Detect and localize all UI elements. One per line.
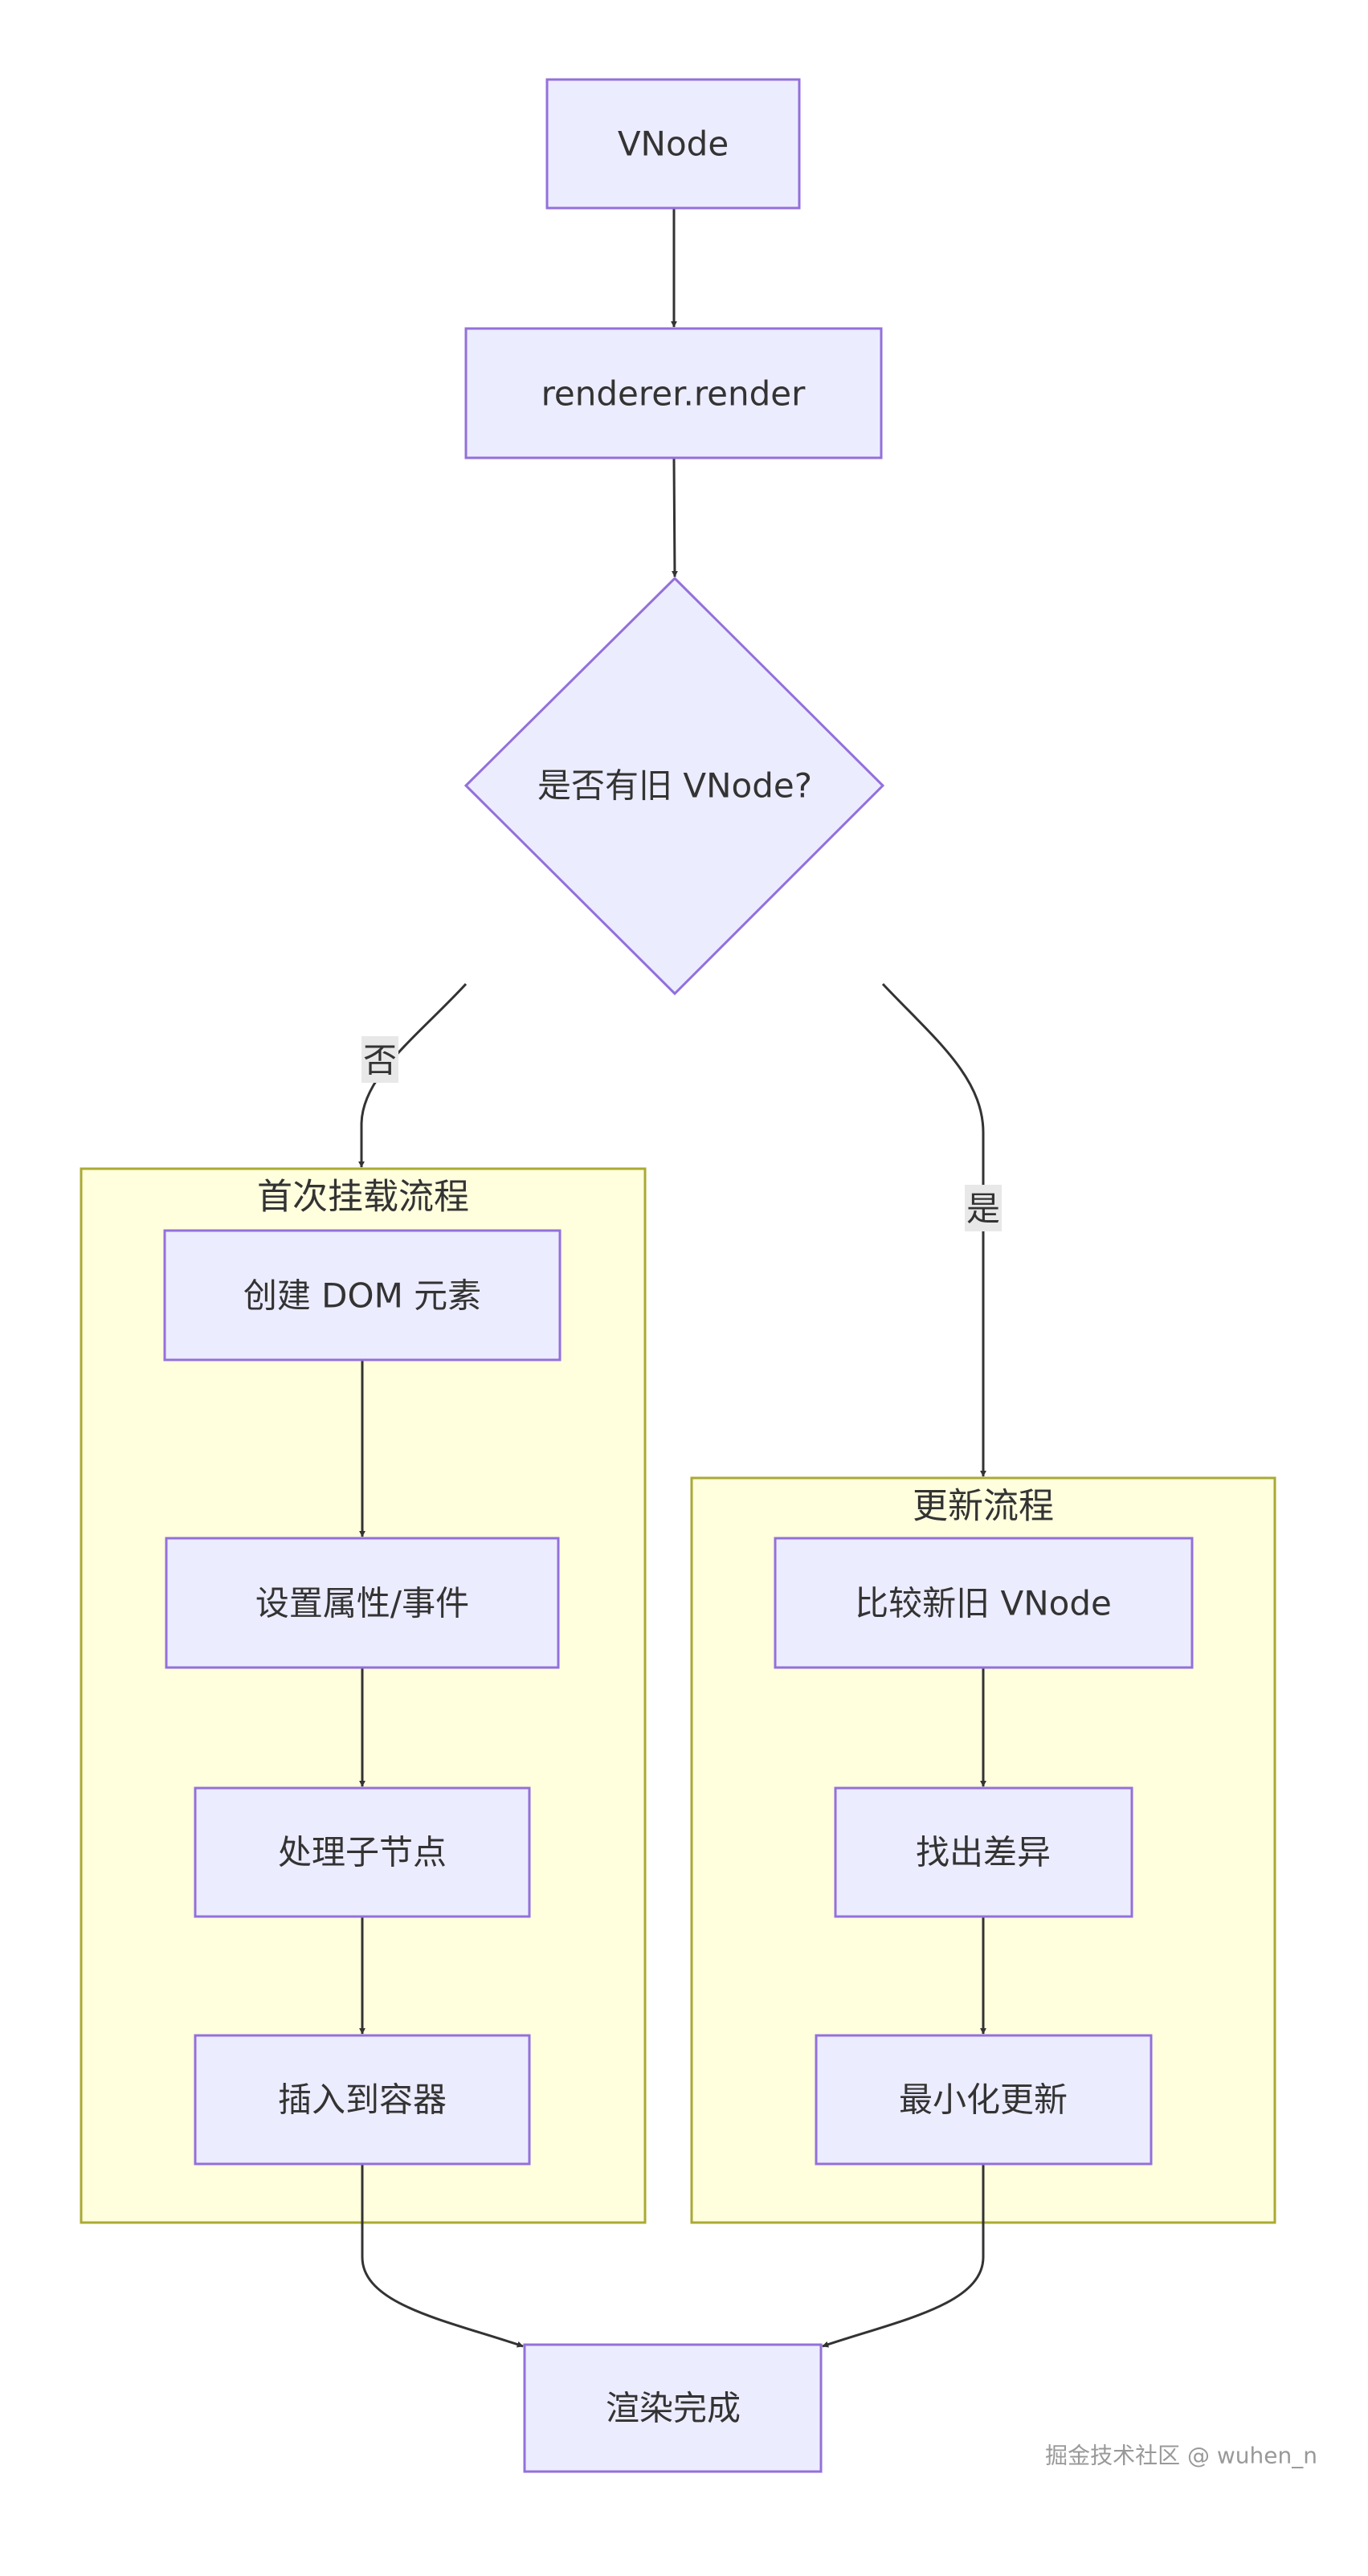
node-renderer-render: renderer.render — [464, 327, 883, 459]
svg-text:VNode: VNode — [618, 125, 729, 164]
node-compare: 比较新旧 VNode — [774, 1537, 1194, 1669]
svg-text:最小化更新: 最小化更新 — [899, 2080, 1068, 2120]
node-set-props: 设置属性/事件 — [165, 1537, 560, 1669]
svg-text:否: 否 — [363, 1041, 397, 1080]
svg-text:创建 DOM 元素: 创建 DOM 元素 — [243, 1276, 481, 1316]
edge-minupdate-done — [822, 2164, 985, 2348]
node-find-diff: 找出差异 — [834, 1786, 1133, 1918]
svg-text:是否有旧 VNode?: 是否有旧 VNode? — [537, 766, 812, 806]
edge-label-yes: 是 — [965, 1185, 1002, 1231]
edge-insert-done — [361, 2164, 524, 2348]
node-create-dom: 创建 DOM 元素 — [163, 1229, 561, 1361]
svg-text:插入到容器: 插入到容器 — [278, 2080, 447, 2120]
svg-text:是: 是 — [966, 1190, 1000, 1229]
node-min-update: 最小化更新 — [815, 2034, 1153, 2166]
svg-text:渲染完成: 渲染完成 — [606, 2389, 741, 2428]
node-done: 渲染完成 — [523, 2343, 823, 2473]
edge-render-decision — [671, 457, 678, 578]
svg-text:找出差异: 找出差异 — [916, 1833, 1051, 1872]
watermark: 掘金技术社区 @ wuhen_n — [1045, 2443, 1317, 2469]
subgraph-update-title: 更新流程 — [913, 1486, 1054, 1527]
edges — [358, 208, 986, 2348]
node-decision: 是否有旧 VNode? — [463, 576, 885, 996]
svg-text:处理子节点: 处理子节点 — [278, 1833, 447, 1872]
svg-text:renderer.render: renderer.render — [541, 374, 807, 414]
node-insert: 插入到容器 — [194, 2034, 531, 2166]
edge-label-no: 否 — [361, 1036, 398, 1083]
svg-text:设置属性/事件: 设置属性/事件 — [255, 1584, 469, 1623]
svg-text:比较新旧 VNode: 比较新旧 VNode — [855, 1584, 1112, 1623]
node-vnode: VNode — [545, 78, 801, 210]
edge-decision-compare — [881, 982, 986, 1477]
subgraph-mount-title: 首次挂载流程 — [257, 1177, 469, 1218]
node-children: 处理子节点 — [194, 1786, 531, 1918]
